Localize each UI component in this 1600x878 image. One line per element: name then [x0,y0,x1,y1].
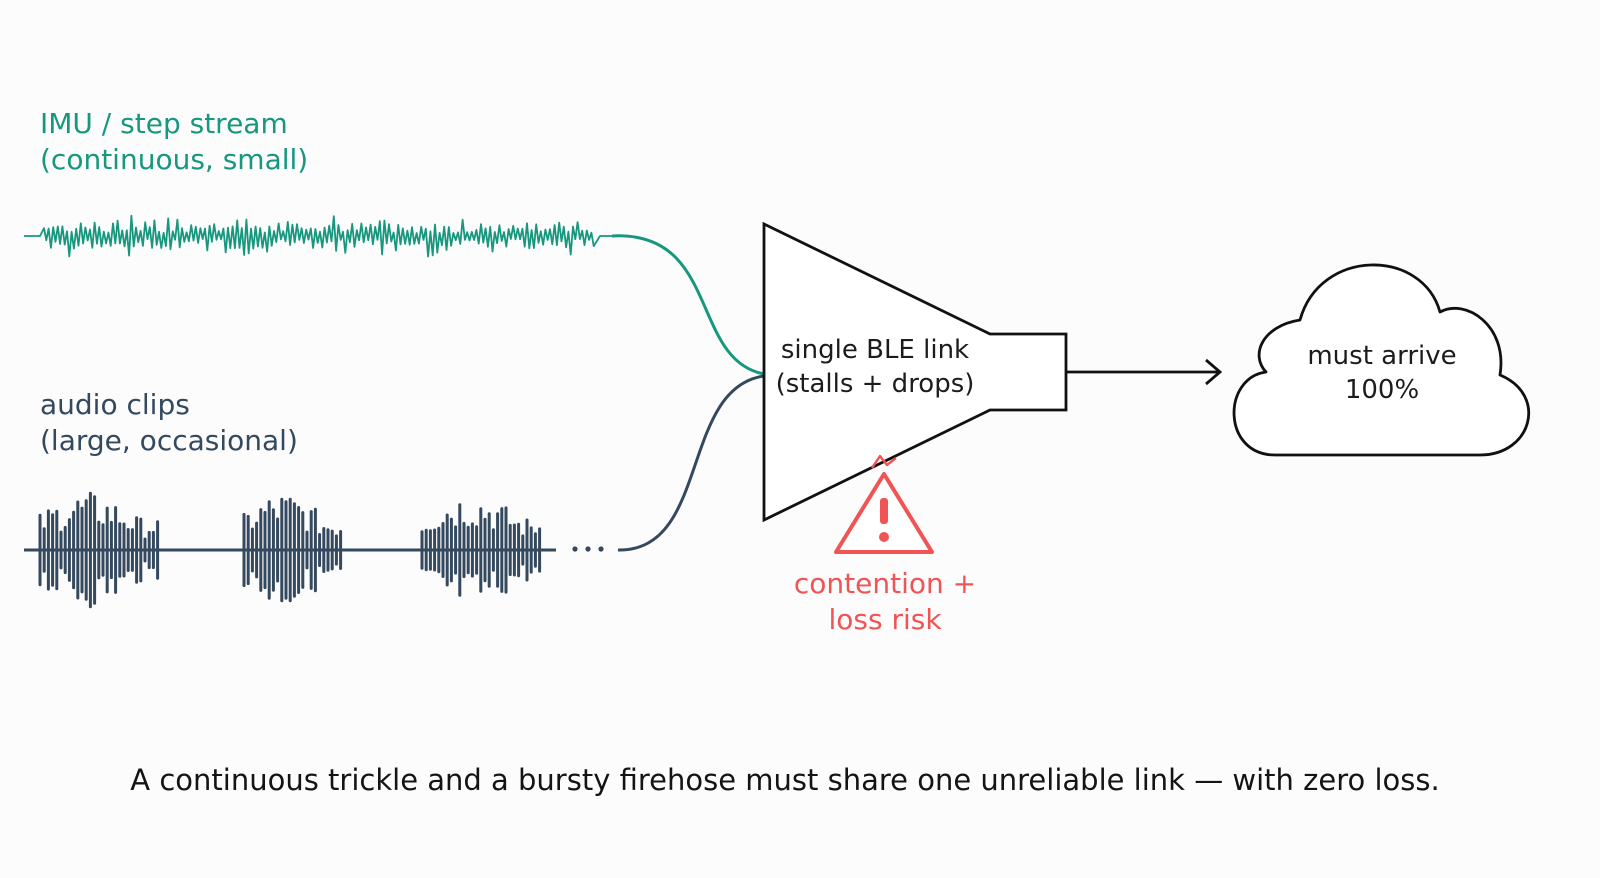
imu-label-line1: IMU / step stream [40,107,288,140]
audio-bursts [38,491,542,609]
caption: A continuous trickle and a bursty fireho… [130,763,1440,797]
arrow-icon [1066,358,1223,386]
link-label-line1: single BLE link [780,335,970,365]
imu-stream-label: IMU / step stream (continuous, small) [40,106,308,179]
ble-link-label: single BLE link (stalls + drops) [770,334,980,402]
imu-label-line2: (continuous, small) [40,143,309,177]
audio-clips-label: audio clips (large, occasional) [40,387,298,460]
audio-label-line2: (large, occasional) [40,424,298,458]
ble-link-funnel [762,221,1068,523]
risk-label-line1: contention + [793,567,977,600]
audio-label-line1: audio clips [40,388,190,421]
cloud-icon [1232,263,1530,457]
imu-waveform [24,214,612,258]
risk-label-line2: loss risk [828,603,942,637]
destination-label: must arrive 100% [1282,340,1482,408]
ellipsis-icon [572,546,604,552]
risk-label: contention + loss risk [780,566,990,639]
audio-connector [617,374,765,552]
destination-label-line1: must arrive [1307,341,1457,371]
warning-icon [834,472,934,554]
imu-connector [611,234,765,376]
destination-label-line2: 100% [1344,374,1420,405]
funnel-crack [871,454,897,469]
link-label-line2: (stalls + drops) [775,368,975,399]
